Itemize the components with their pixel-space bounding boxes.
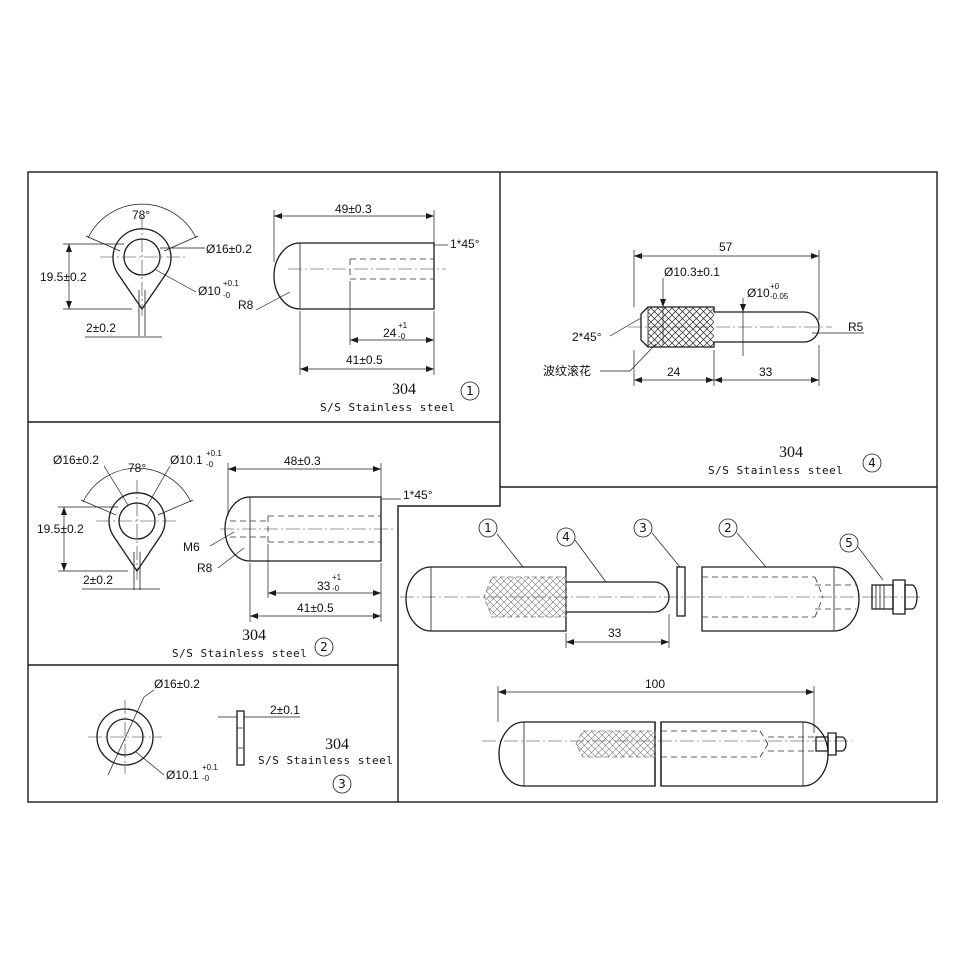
part2-number-circle bbox=[314, 637, 334, 657]
part4-knurl-note: 波纹滚花 bbox=[543, 363, 591, 378]
part2-bore-label: 33 bbox=[317, 579, 331, 593]
part4-dia-knurl-label: Ø10.3±0.1 bbox=[664, 265, 720, 279]
part2-bore-tol-low: -0 bbox=[332, 584, 340, 593]
part4-material-desc: S/S Stainless steel bbox=[708, 464, 843, 477]
part2-height-label: 19.5±0.2 bbox=[37, 522, 84, 536]
callout-part-4: 4 bbox=[562, 530, 570, 544]
assembly-total-length-label: 100 bbox=[645, 677, 665, 691]
part2-bore-tol-up: +1 bbox=[332, 573, 342, 582]
part4-view: 57 Ø10.3±0.1 Ø10 +0 -0.05 2*45° R5 波纹滚花 … bbox=[543, 240, 882, 477]
part1-dia-inner-tol-low: -0 bbox=[223, 291, 231, 300]
part2-radius-label: R8 bbox=[197, 561, 213, 575]
part1-end-view: 78° 19.5±0.2 2±0.2 Ø16±0.2 Ø10 +0.1 -0 bbox=[40, 203, 252, 338]
part1-number: 1 bbox=[466, 384, 474, 398]
part1-bore-tol-low: -0 bbox=[398, 332, 406, 341]
part1-material-desc: S/S Stainless steel bbox=[320, 401, 455, 414]
part2-dia-inner-tol-up: +0.1 bbox=[206, 449, 222, 458]
part1-number-circle bbox=[460, 381, 480, 401]
part4-pin-length-label: 33 bbox=[759, 365, 773, 379]
part1-bore-tol-up: +1 bbox=[398, 321, 408, 330]
part1-height-label: 19.5±0.2 bbox=[40, 270, 87, 284]
part1-side-view: 49±0.3 1*45° R8 24 +1 -0 41±0.5 bbox=[238, 202, 480, 375]
part4-material: 304 bbox=[779, 444, 803, 461]
part3-number-circle bbox=[332, 774, 352, 794]
part2-dia-outer-label: Ø16±0.2 bbox=[53, 453, 99, 467]
part3-number: 3 bbox=[338, 777, 346, 791]
part4-dia-pin-tol-low: -0.05 bbox=[770, 292, 789, 301]
part2-dia-inner-label: Ø10.1 bbox=[170, 453, 203, 467]
part1-angle-label: 78° bbox=[132, 208, 150, 222]
part2-number: 2 bbox=[320, 640, 328, 654]
part3-dia-inner-tol-low: -0 bbox=[202, 774, 210, 783]
part4-chamfer-label: 2*45° bbox=[572, 330, 602, 344]
part2-angle-label: 78° bbox=[128, 461, 146, 475]
part4-knurl-length-label: 24 bbox=[667, 365, 681, 379]
callout-part-2: 2 bbox=[724, 521, 732, 535]
part1-dia-inner-label: Ø10 bbox=[198, 284, 221, 298]
part1-slot-label: 2±0.2 bbox=[86, 321, 116, 335]
part2-material: 304 bbox=[242, 627, 266, 644]
assembled-view: 100 bbox=[482, 677, 852, 787]
part1-dia-inner-tol-up: +0.1 bbox=[223, 279, 239, 288]
part2-dia-inner-tol-low: -0 bbox=[206, 460, 214, 469]
part2-chamfer-label: 1*45° bbox=[403, 488, 433, 502]
part2-slot-label: 2±0.2 bbox=[83, 573, 113, 587]
part1-length-bottom-label: 41±0.5 bbox=[346, 353, 383, 367]
part3-thickness-label: 2±0.1 bbox=[270, 703, 300, 717]
callout-part-1: 1 bbox=[484, 521, 492, 535]
part2-material-desc: S/S Stainless steel bbox=[172, 647, 307, 660]
callout-part-5: 5 bbox=[845, 536, 853, 550]
part1-bore-label: 24 bbox=[383, 326, 397, 340]
part1-length-top-label: 49±0.3 bbox=[335, 202, 372, 216]
assembly-pin-length-label: 33 bbox=[608, 626, 622, 640]
part4-dia-pin-tol-up: +0 bbox=[770, 282, 780, 291]
part1-material: 304 bbox=[392, 381, 416, 398]
part3-dia-inner-label: Ø10.1 bbox=[166, 768, 199, 782]
part1-chamfer-label: 1*45° bbox=[450, 237, 480, 251]
part4-number-circle bbox=[862, 453, 882, 473]
drawing-frame bbox=[27, 171, 938, 803]
part2-length-top-label: 48±0.3 bbox=[284, 454, 321, 468]
part1-view: 78° 19.5±0.2 2±0.2 Ø16±0.2 Ø10 +0.1 -0 bbox=[40, 202, 480, 414]
part3-dia-inner-tol-up: +0.1 bbox=[202, 763, 218, 772]
part2-view: 78° 19.5±0.2 2±0.2 Ø16±0.2 Ø10.1 +0.1 -0 bbox=[37, 449, 433, 660]
part1-dia-outer-label: Ø16±0.2 bbox=[206, 242, 252, 256]
exploded-assembly-view: 33 1 4 3 2 5 bbox=[400, 518, 920, 648]
part2-length-bottom-label: 41±0.5 bbox=[297, 601, 334, 615]
part3-dia-outer-label: Ø16±0.2 bbox=[154, 677, 200, 691]
part1-radius-label: R8 bbox=[238, 298, 254, 312]
part3-material-desc: S/S Stainless steel bbox=[258, 754, 393, 767]
part3-material: 304 bbox=[325, 736, 349, 753]
part2-thread-label: M6 bbox=[183, 540, 200, 554]
part4-number: 4 bbox=[868, 456, 876, 470]
part3-view: Ø16±0.2 Ø10.1 +0.1 -0 2±0.1 304 S/S Stai… bbox=[88, 677, 393, 794]
part4-dia-pin-label: Ø10 bbox=[747, 286, 770, 300]
callout-part-3: 3 bbox=[639, 521, 647, 535]
part2-side-view: 48±0.3 1*45° M6 R8 33 +1 -0 41±0.5 bbox=[183, 454, 433, 622]
part2-end-view: 78° 19.5±0.2 2±0.2 Ø16±0.2 Ø10.1 +0.1 -0 bbox=[37, 449, 222, 590]
part4-radius-label: R5 bbox=[848, 320, 864, 334]
part4-length-label: 57 bbox=[719, 240, 733, 254]
